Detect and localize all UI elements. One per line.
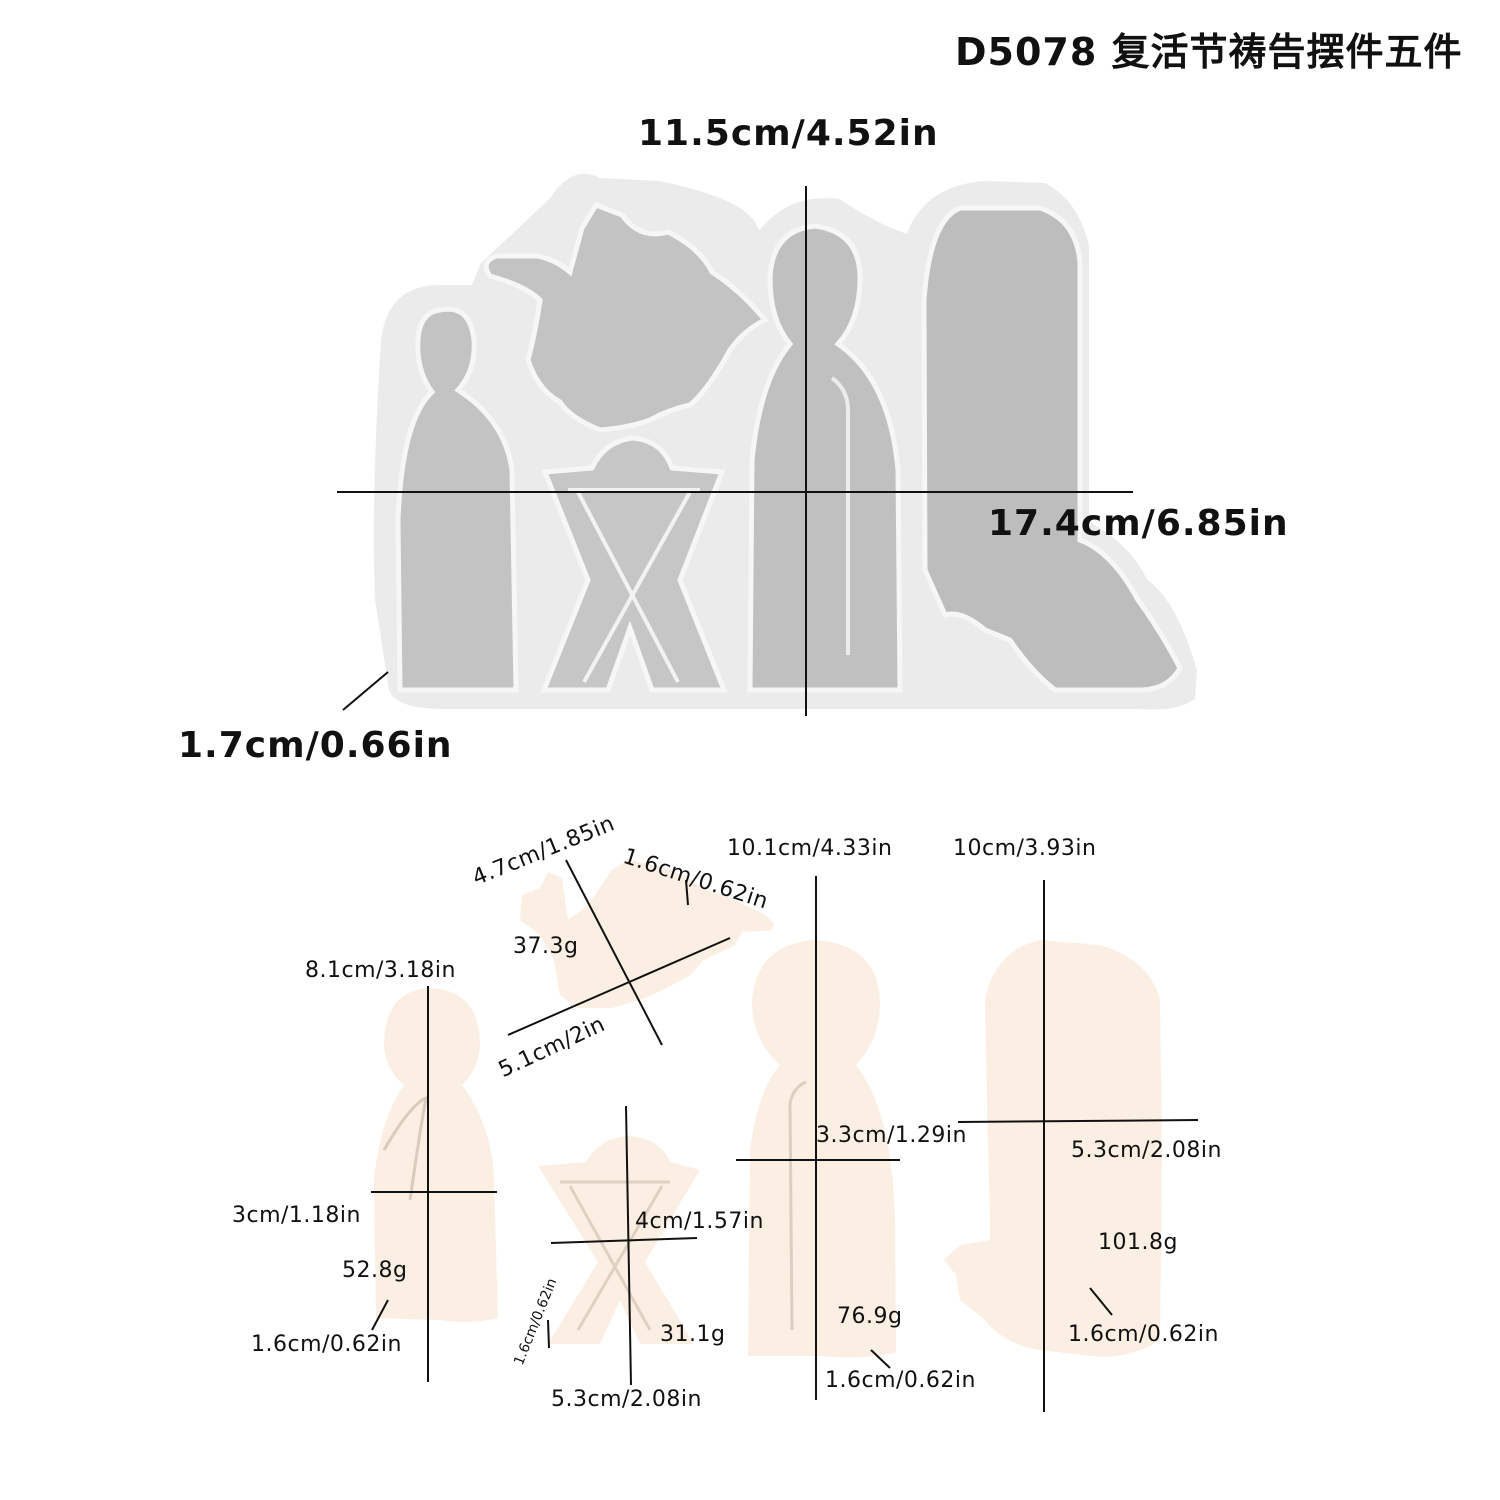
mary-width-label: 3cm/1.18in bbox=[232, 1203, 361, 1228]
piece-shepherd bbox=[944, 940, 1162, 1357]
mold-depth-pointer bbox=[342, 671, 389, 711]
joseph-weight-label: 76.9g bbox=[837, 1304, 903, 1329]
piece-joseph bbox=[748, 940, 896, 1358]
manger-height-label: 5.3cm/2.08in bbox=[551, 1387, 702, 1412]
mold-cavity-shepherd bbox=[921, 205, 1183, 693]
mold-joseph-arm-groove bbox=[830, 376, 850, 655]
mary-height-label: 8.1cm/3.18in bbox=[305, 958, 456, 983]
piece-mary-veil-line bbox=[382, 1095, 428, 1201]
product-title: D5078 复活节祷告摆件五件 bbox=[955, 30, 1463, 74]
mold-cavity-joseph bbox=[747, 223, 903, 693]
mold-width-label: 17.4cm/6.85in bbox=[988, 503, 1289, 544]
mary-thickness-pointer bbox=[371, 1299, 389, 1331]
mary-thickness-label: 1.6cm/0.62in bbox=[251, 1332, 402, 1357]
manger-width-label: 4cm/1.57in bbox=[635, 1209, 764, 1234]
joseph-width-label: 3.3cm/1.29in bbox=[816, 1123, 967, 1148]
joseph-thickness-pointer bbox=[870, 1349, 891, 1369]
shepherd-thickness-label: 1.6cm/0.62in bbox=[1068, 1322, 1219, 1347]
mold-depth-label: 1.7cm/0.66in bbox=[178, 725, 453, 766]
mold-cavity-angel bbox=[483, 201, 769, 433]
shepherd-weight-label: 101.8g bbox=[1098, 1230, 1178, 1255]
angel-height-line bbox=[565, 859, 663, 1046]
piece-dimension-lines bbox=[371, 859, 1199, 1412]
piece-mary bbox=[374, 988, 498, 1323]
manger-height-line bbox=[625, 1105, 632, 1386]
mold-manger-inner-x bbox=[568, 488, 700, 683]
piece-angel bbox=[520, 860, 774, 1008]
manger-thickness-pointer bbox=[547, 1319, 550, 1349]
manger-weight-label: 31.1g bbox=[660, 1322, 726, 1347]
joseph-height-label: 10.1cm/4.33in bbox=[727, 836, 893, 861]
manger-width-line bbox=[550, 1237, 698, 1244]
angel-width-line bbox=[507, 937, 731, 1036]
piece-joseph-arm-groove bbox=[788, 1080, 807, 1331]
plaster-pieces bbox=[374, 860, 1162, 1358]
shepherd-height-label: 10cm/3.93in bbox=[953, 836, 1097, 861]
mary-weight-label: 52.8g bbox=[342, 1258, 408, 1283]
shepherd-width-line bbox=[957, 1119, 1199, 1123]
angel-thickness-pointer bbox=[685, 879, 689, 906]
silicone-mold bbox=[337, 167, 1204, 716]
angel-weight-label: 37.3g bbox=[513, 934, 579, 959]
shepherd-width-label: 5.3cm/2.08in bbox=[1071, 1138, 1222, 1163]
mold-cavity-manger bbox=[540, 435, 728, 693]
mold-cavity-mary bbox=[395, 306, 519, 693]
shepherd-thickness-pointer bbox=[1089, 1287, 1113, 1316]
piece-manger-groove bbox=[560, 1180, 670, 1331]
joseph-thickness-label: 1.6cm/0.62in bbox=[825, 1368, 976, 1393]
mold-height-label: 11.5cm/4.52in bbox=[638, 113, 939, 154]
